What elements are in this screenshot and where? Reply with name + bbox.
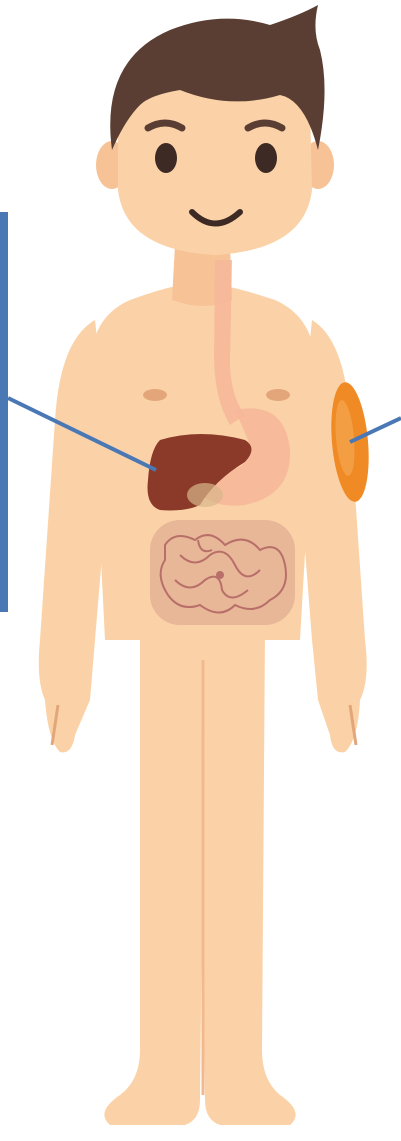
head xyxy=(96,5,334,255)
intestines-icon xyxy=(150,520,295,625)
legs xyxy=(104,630,295,1125)
left-eye xyxy=(155,143,177,173)
left-nipple xyxy=(143,389,167,401)
right-eye xyxy=(255,143,277,173)
right-nipple xyxy=(266,389,290,401)
gallbladder xyxy=(187,483,223,507)
